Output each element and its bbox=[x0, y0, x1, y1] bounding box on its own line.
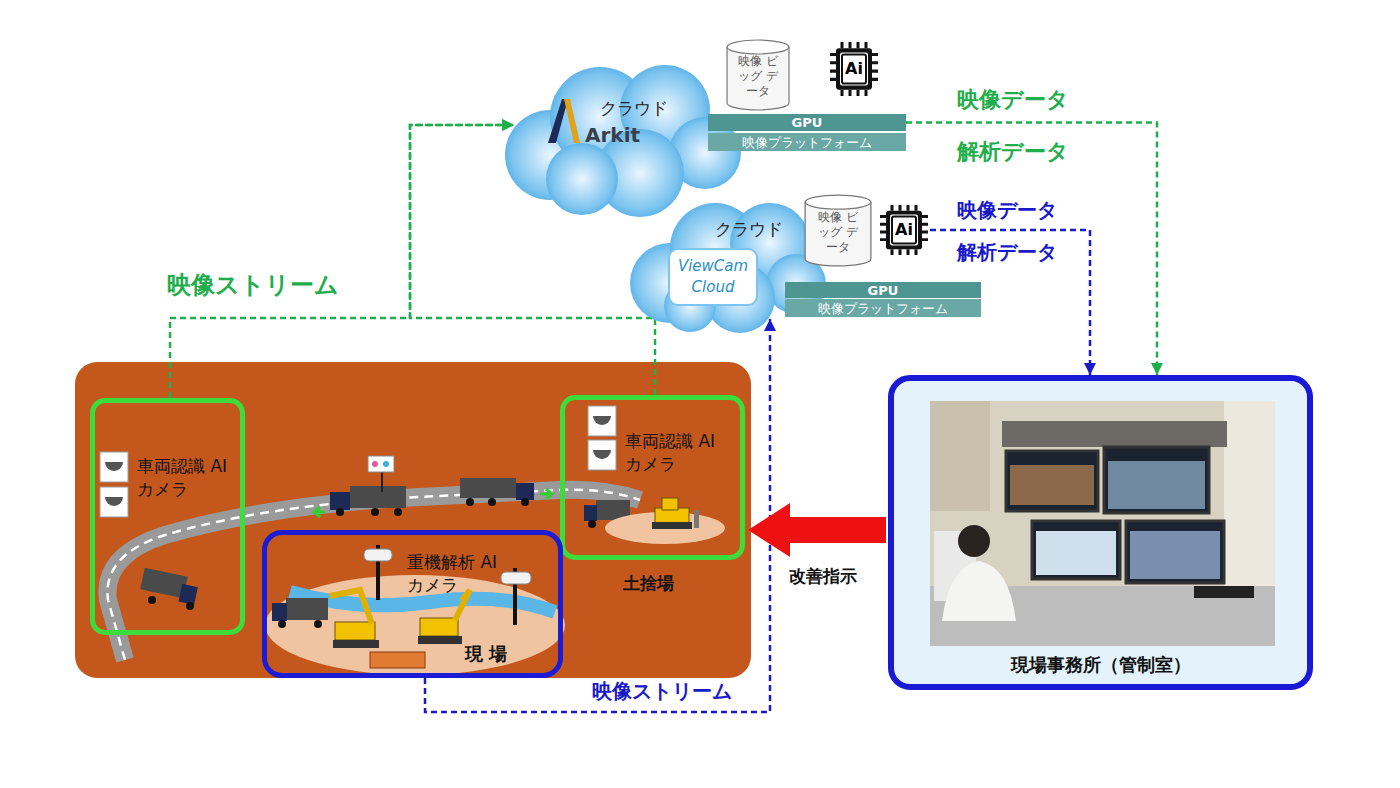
node-text: Arkit bbox=[585, 123, 740, 147]
edge-label-holder: 映像ストリーム bbox=[590, 679, 734, 704]
dump-truck bbox=[140, 568, 198, 610]
node-text: 土捨場 bbox=[623, 572, 740, 594]
node-text: 重機解析 AIカメラ bbox=[407, 551, 503, 597]
flow-label: 解析データ bbox=[955, 240, 1059, 265]
node-text: 現場事務所（管制室） bbox=[894, 653, 1307, 677]
direction-arrow bbox=[314, 507, 325, 517]
node-text: GPU bbox=[868, 283, 899, 298]
dump-truck bbox=[330, 486, 406, 516]
gpu-band: GPU bbox=[708, 114, 906, 131]
excavator bbox=[330, 590, 379, 648]
node-text: GPU bbox=[792, 115, 823, 130]
node-text: 車両認識 AIカメラ bbox=[625, 430, 721, 476]
stream-connector bbox=[906, 123, 1157, 376]
dome-camera bbox=[588, 406, 616, 470]
platform-band: 映像プラットフォーム bbox=[785, 299, 981, 317]
cloud: クラウド Arkit bbox=[490, 55, 740, 215]
edge-label-holder: 映像データ bbox=[955, 198, 1059, 223]
control-room-box: 現場事務所（管制室） bbox=[888, 375, 1313, 690]
site-ground bbox=[75, 362, 751, 678]
node-text: 映像 ビッグ データ bbox=[733, 54, 783, 99]
dome-camera bbox=[100, 452, 128, 517]
excavator bbox=[418, 590, 470, 644]
node-text: クラウド bbox=[600, 97, 740, 119]
edge-label: 映像ストリーム bbox=[165, 270, 341, 300]
dump-truck bbox=[272, 598, 328, 628]
edge-label-holder: 映像ストリーム bbox=[165, 270, 341, 300]
steel-plate bbox=[370, 652, 425, 668]
direction-arrow bbox=[540, 489, 552, 499]
gpu-band: GPU bbox=[785, 282, 981, 298]
node-text: 映像プラットフォーム bbox=[818, 301, 948, 316]
edge-label-holder: 改善指示 bbox=[787, 566, 859, 587]
dump-truck bbox=[460, 478, 534, 506]
edge-label: 映像データ bbox=[955, 198, 1059, 223]
stream-connector bbox=[425, 319, 770, 712]
node-text: 車両認識 AIカメラ bbox=[137, 455, 233, 501]
edge-label: 改善指示 bbox=[787, 566, 859, 587]
flow-label: 解析データ bbox=[955, 138, 1071, 166]
node-text: 映像プラットフォーム bbox=[742, 135, 872, 150]
pole-camera bbox=[364, 545, 531, 625]
node-text: 現 場 bbox=[465, 643, 558, 665]
ai-chip: Ai bbox=[828, 40, 880, 98]
ai-chip: Ai bbox=[878, 203, 930, 257]
camera-zone-box: 車両認識 AIカメラ土捨場 bbox=[560, 395, 745, 560]
camera-zone-box: 車両認識 AIカメラ bbox=[90, 398, 245, 635]
bulldozer bbox=[652, 498, 699, 529]
edge-label: 映像ストリーム bbox=[590, 679, 734, 704]
flag bbox=[368, 456, 394, 492]
instruction-arrow bbox=[748, 503, 886, 557]
platform-band: 映像プラットフォーム bbox=[708, 133, 906, 151]
node-text: Ai bbox=[895, 221, 913, 239]
node-text: ViewCam Cloud bbox=[668, 248, 758, 306]
camera-zone-box: 重機解析 AIカメラ現 場 bbox=[262, 530, 563, 678]
database-cylinder: 映像 ビッグ データ bbox=[803, 193, 873, 268]
control-room-photo bbox=[894, 381, 1307, 684]
database-cylinder: 映像 ビッグ データ bbox=[725, 38, 791, 112]
stream-connector bbox=[170, 125, 514, 398]
flow-label-holder: 解析データ bbox=[955, 240, 1059, 265]
edge-label: 映像データ bbox=[955, 86, 1071, 114]
node-text: 映像 ビッグ データ bbox=[813, 210, 863, 255]
node-text: Ai bbox=[845, 60, 863, 78]
edge-label-holder: 映像データ bbox=[955, 86, 1071, 114]
node-text: クラウド bbox=[715, 218, 820, 240]
flow-label-holder: 解析データ bbox=[955, 138, 1071, 166]
